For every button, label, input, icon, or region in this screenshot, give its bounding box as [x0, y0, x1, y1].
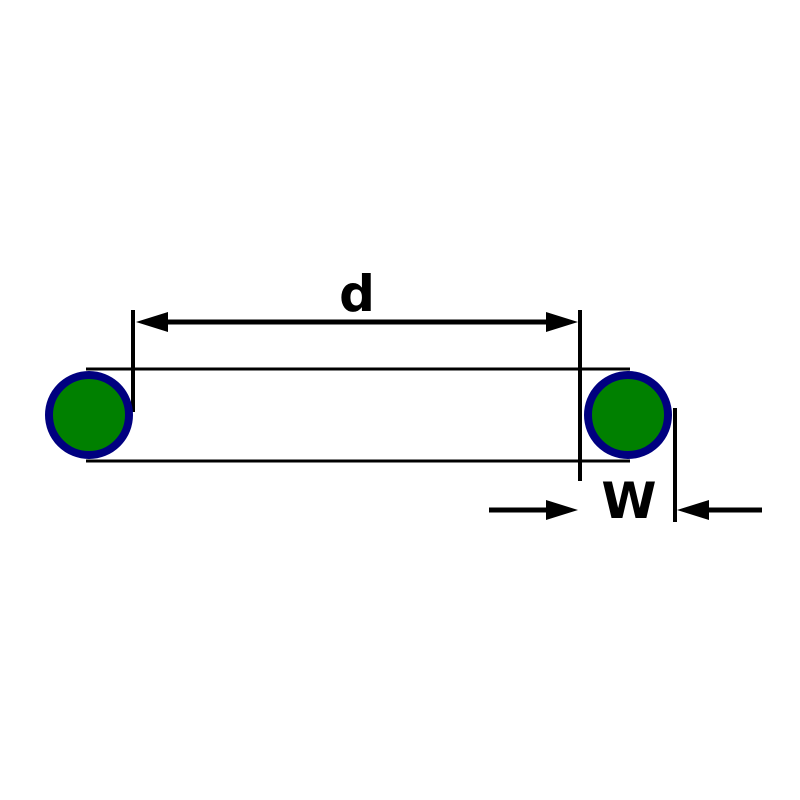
- d-arrowhead-right-icon: [546, 312, 578, 332]
- oring-left-cross-section: [45, 371, 133, 459]
- w-dimension-label: W: [601, 472, 656, 530]
- w-arrowhead-right-icon: [677, 500, 709, 520]
- d-arrowhead-left-icon: [136, 312, 168, 332]
- oring-right-cross-section: [584, 371, 672, 459]
- d-dimension-label: d: [339, 265, 375, 323]
- w-arrowhead-left-icon: [546, 500, 578, 520]
